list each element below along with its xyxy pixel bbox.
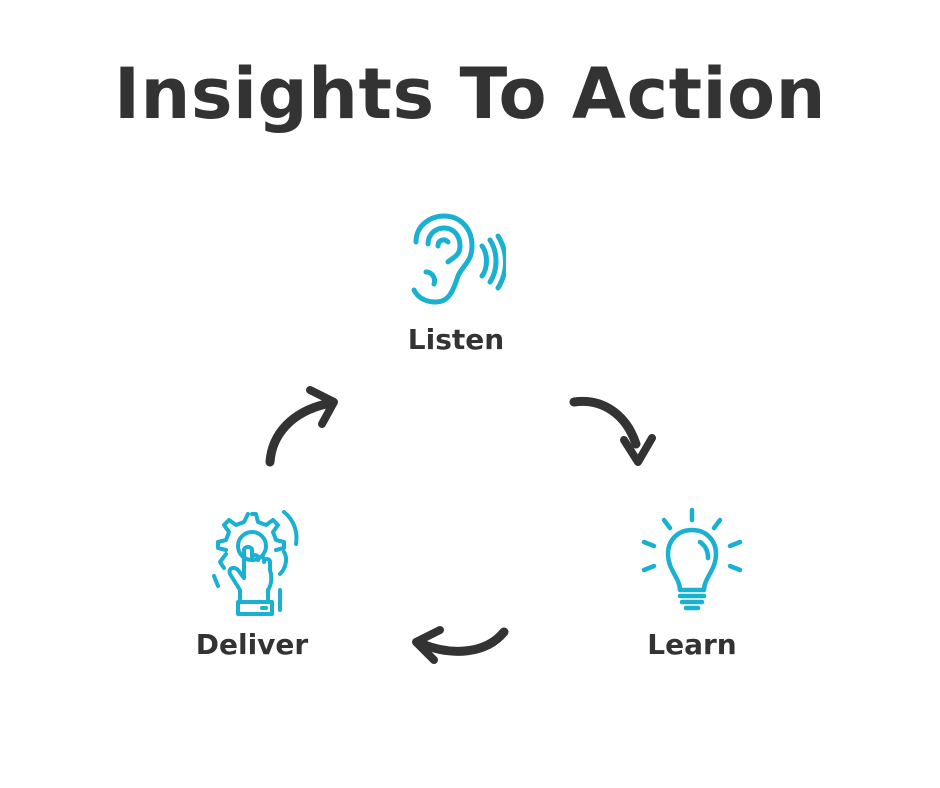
step-label-learn: Learn <box>647 628 737 661</box>
ear-icon <box>411 213 506 305</box>
arrow-learn-to-deliver <box>412 626 509 664</box>
step-label-listen: Listen <box>407 323 505 356</box>
arrow-deliver-to-listen <box>265 386 338 467</box>
step-label-deliver: Deliver <box>195 628 309 661</box>
diagram-title: Insights To Action <box>114 53 826 135</box>
hand-gear-icon <box>212 510 299 616</box>
lightbulb-icon <box>641 507 743 611</box>
arrow-listen-to-learn <box>569 396 656 466</box>
